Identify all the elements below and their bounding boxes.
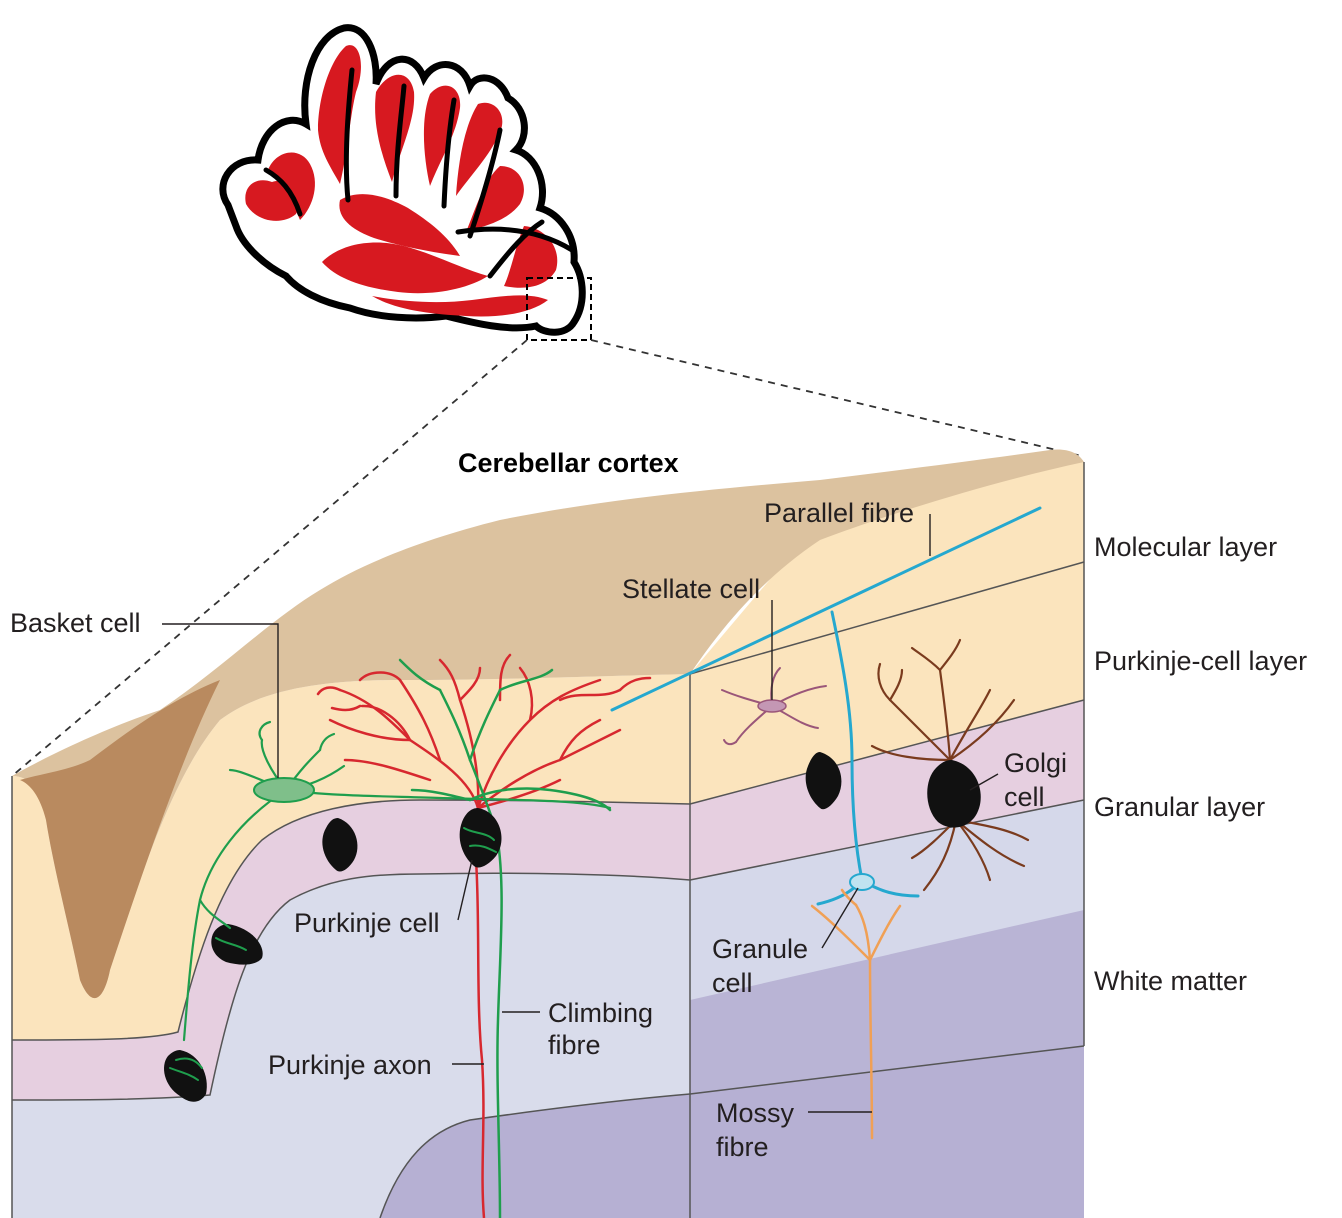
cerebellum-section [223, 28, 591, 340]
label-white-matter: White matter [1094, 966, 1247, 996]
granule-cell [850, 874, 874, 890]
label-parallel-fibre: Parallel fibre [764, 498, 914, 528]
label-stellate-cell: Stellate cell [622, 574, 760, 604]
label-golgi-cell-1: Golgi [1004, 748, 1067, 778]
label-purkinje-cell-layer: Purkinje-cell layer [1094, 646, 1307, 676]
label-climbing-fibre-1: Climbing [548, 998, 653, 1028]
label-purkinje-axon: Purkinje axon [268, 1050, 432, 1080]
label-purkinje-cell: Purkinje cell [294, 908, 440, 938]
label-molecular-layer: Molecular layer [1094, 532, 1277, 562]
diagram-title: Cerebellar cortex [458, 448, 679, 478]
label-climbing-fibre-2: fibre [548, 1030, 601, 1060]
label-golgi-cell-2: cell [1004, 782, 1045, 812]
label-granular-layer: Granular layer [1094, 792, 1265, 822]
label-granule-cell-2: cell [712, 968, 753, 998]
label-mossy-fibre-2: fibre [716, 1132, 769, 1162]
label-granule-cell-1: Granule [712, 934, 808, 964]
label-mossy-fibre-1: Mossy [716, 1098, 795, 1128]
label-basket-cell: Basket cell [10, 608, 141, 638]
